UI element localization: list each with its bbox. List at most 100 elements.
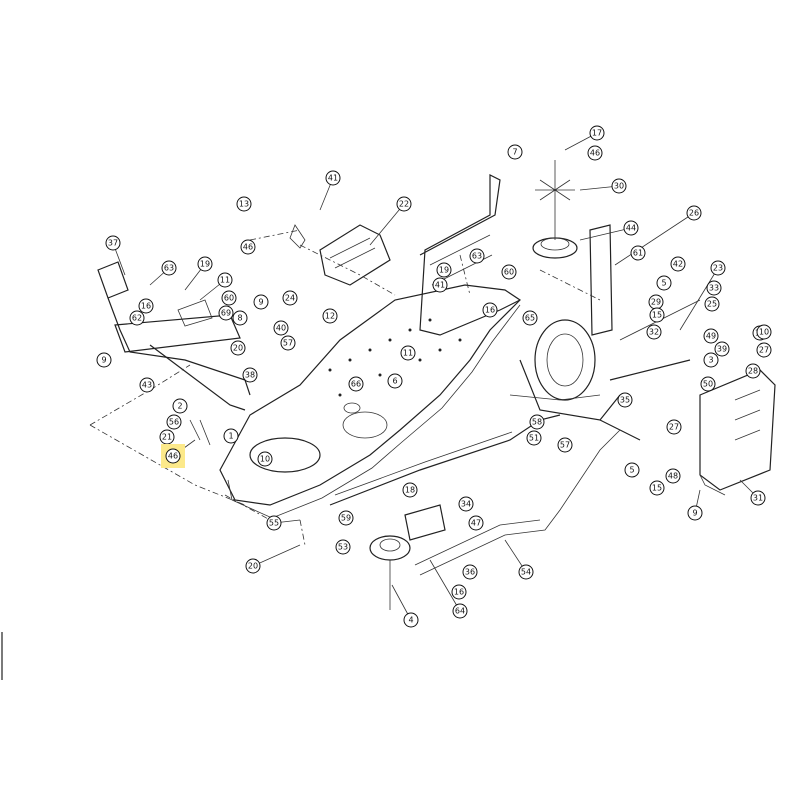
callout-circle (138, 298, 154, 314)
callout-number: 8 (237, 314, 242, 323)
callout-circle (197, 256, 213, 272)
callout-41: 41 (319, 170, 341, 211)
callout-number: 69 (221, 309, 231, 318)
lift-lever-drawing (97, 261, 251, 446)
callout-3: 3 (703, 352, 719, 368)
callout-28: 28 (745, 363, 761, 379)
callout-24: 24 (282, 290, 298, 306)
callout-circle (623, 220, 639, 236)
callout-circle (242, 367, 258, 383)
callout-number: 32 (649, 328, 659, 337)
callout-number: 56 (169, 418, 179, 427)
callout-number: 21 (162, 433, 172, 442)
callout-number: 57 (283, 339, 293, 348)
callout-circle (704, 296, 720, 312)
callout-number: 55 (269, 519, 279, 528)
callout-number: 3 (708, 356, 713, 365)
callout-circle (348, 376, 364, 392)
callout-53: 53 (335, 539, 351, 555)
callout-number: 16 (141, 302, 151, 311)
callout-10: 10 (756, 324, 772, 340)
callout-46: 46 (161, 439, 196, 468)
callout-58: 58 (529, 414, 545, 430)
callout-number: 60 (504, 268, 514, 277)
callout-circle (432, 277, 448, 293)
callout-60: 60 (501, 264, 517, 280)
callout-circle (756, 342, 772, 358)
callout-number: 62 (132, 314, 142, 323)
callout-57: 57 (280, 335, 296, 351)
callout-number: 63 (472, 252, 482, 261)
callout-number: 11 (220, 276, 230, 285)
callout-4: 4 (391, 584, 419, 628)
callout-42: 42 (670, 256, 686, 272)
callout-29: 29 (648, 294, 664, 310)
callout-41: 41 (432, 277, 448, 293)
callout-13: 13 (236, 196, 252, 212)
callout-circle (665, 468, 681, 484)
side-rail (329, 414, 561, 506)
leader-line (429, 559, 461, 612)
callout-number: 16 (454, 588, 464, 597)
callout-number: 51 (529, 434, 539, 443)
drive-rod (419, 429, 621, 576)
callout-63: 63 (469, 248, 485, 264)
callout-circle (257, 451, 273, 467)
callout-number: 48 (668, 472, 678, 481)
callout-number: 20 (248, 562, 258, 571)
callout-64: 64 (429, 559, 468, 619)
callout-number: 16 (485, 306, 495, 315)
callout-16: 16 (138, 298, 154, 314)
deck-plate (219, 284, 521, 506)
callout-circle (458, 496, 474, 512)
callout-circle (646, 324, 662, 340)
callout-circle (218, 305, 234, 321)
callout-number: 46 (590, 149, 600, 158)
callout-36: 36 (462, 564, 478, 580)
callout-69: 69 (218, 305, 234, 321)
callout-circle (280, 335, 296, 351)
callout-circle (714, 341, 730, 357)
callout-circle (282, 290, 298, 306)
callout-59: 59 (338, 510, 354, 526)
callout-11: 11 (400, 345, 416, 361)
callout-30: 30 (579, 178, 627, 194)
callout-circle (396, 196, 412, 212)
callout-circle (529, 414, 545, 430)
callout-5: 5 (624, 462, 640, 478)
callout-circle (507, 144, 523, 160)
callout-16: 16 (482, 302, 498, 318)
callout-number: 57 (560, 441, 570, 450)
callout-8: 8 (232, 310, 248, 326)
callout-number: 29 (651, 298, 661, 307)
callout-46: 46 (587, 145, 603, 161)
callout-number: 30 (614, 182, 624, 191)
callout-circle (687, 505, 703, 521)
callout-circle (589, 125, 605, 141)
callout-circle (617, 392, 633, 408)
callout-circle (236, 196, 252, 212)
callout-circle (230, 340, 246, 356)
callout-15: 15 (649, 480, 665, 496)
callout-number: 9 (692, 509, 697, 518)
callout-number: 10 (260, 455, 270, 464)
callout-circle (139, 377, 155, 393)
callout-15: 15 (649, 307, 665, 323)
callout-48: 48 (665, 468, 681, 484)
callout-number: 42 (673, 260, 683, 269)
callout-32: 32 (646, 324, 662, 340)
callout-27: 27 (666, 419, 682, 435)
callout-circle (666, 419, 682, 435)
callout-57: 57 (557, 437, 573, 453)
callout-number: 2 (177, 402, 182, 411)
callout-number: 41 (328, 174, 338, 183)
callout-circle (710, 260, 726, 276)
callout-circle (172, 398, 188, 414)
callout-55: 55 (266, 515, 301, 531)
callout-44: 44 (579, 220, 639, 241)
callout-20: 20 (245, 544, 301, 574)
callout-56: 56 (166, 414, 182, 430)
callout-10: 10 (257, 451, 273, 467)
